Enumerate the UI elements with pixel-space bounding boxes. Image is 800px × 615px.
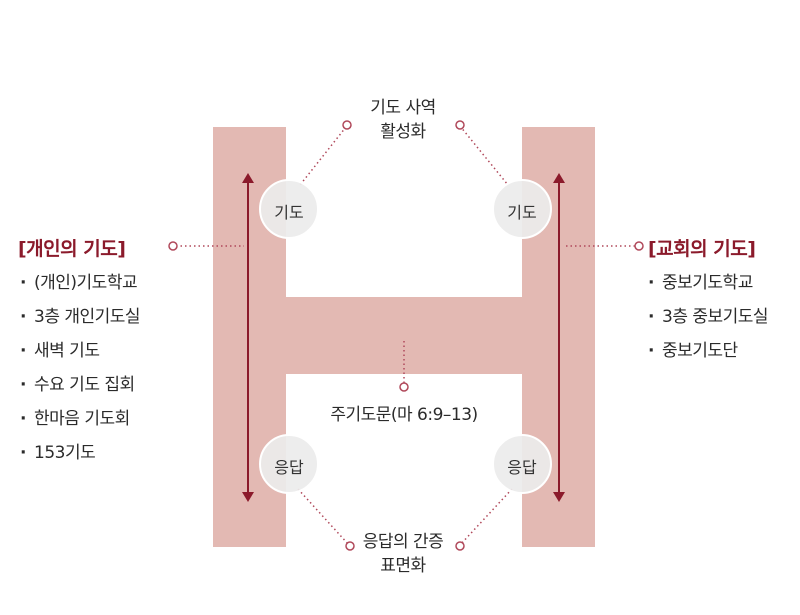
list-item: · 중보기도단 [648, 334, 768, 368]
bullet-mark: · [20, 273, 26, 293]
list-item-text: 3층 개인기도실 [34, 307, 141, 327]
connector-dot-bottom-left [345, 541, 355, 551]
list-item: · 수요 기도 집회 [20, 368, 140, 402]
node-circle-bottom-right [492, 434, 552, 494]
top-caption-line2: 활성화 [380, 122, 426, 142]
connector-top-right [459, 125, 509, 186]
bottom-caption: 응답의 간증 표면화 [330, 530, 476, 578]
node-circle-top-right [492, 179, 552, 239]
list-item: · 153기도 [20, 436, 140, 470]
connector-dot-left-panel [168, 241, 178, 251]
list-item-text: 새벽 기도 [34, 341, 100, 361]
list-item-text: 수요 기도 집회 [34, 375, 135, 395]
list-item-text: 중보기도학교 [662, 273, 753, 293]
node-label-top-right: 기도 [507, 203, 537, 222]
connector-dot-center [399, 382, 409, 392]
list-item: · 3층 중보기도실 [648, 300, 769, 334]
node-label-bottom-left: 응답 [274, 458, 304, 477]
bullet-mark: · [648, 307, 654, 327]
list-item-text: 3층 중보기도실 [662, 307, 769, 327]
node-circle-top-left [259, 179, 319, 239]
right-panel-list: · 중보기도학교 · 3층 중보기도실 · 중보기도단 [648, 266, 769, 368]
node-label-top-left: 기도 [274, 203, 304, 222]
connector-dot-bottom-right [455, 541, 465, 551]
center-caption: 주기도문(마 6:9–13) [330, 405, 478, 425]
connector-bottom-left [297, 488, 350, 546]
left-panel-list: · (개인)기도학교 · 3층 개인기도실 · 새벽 기도 · 수요 기도 집회 · 한마… [20, 266, 141, 470]
bullet-mark: · [648, 341, 654, 361]
bullet-mark: · [20, 409, 26, 429]
list-item: · (개인)기도학교 [20, 266, 140, 300]
connector-bottom-right [459, 488, 513, 546]
node-circle-bottom-left [259, 434, 319, 494]
list-item: · 새벽 기도 [20, 334, 140, 368]
top-caption: 기도 사역 활성화 [330, 96, 476, 144]
list-item-text: 한마음 기도회 [34, 409, 130, 429]
bullet-mark: · [648, 273, 654, 293]
connector-dot-top-left [342, 120, 352, 130]
connector-top-left [299, 126, 347, 186]
list-item: · 한마음 기도회 [20, 402, 140, 436]
bullet-mark: · [20, 443, 26, 463]
top-caption-line1: 기도 사역 [370, 98, 436, 118]
left-panel-heading: [개인의 기도] [18, 238, 126, 260]
connector-dot-right-panel [634, 241, 644, 251]
bottom-caption-line2: 표면화 [380, 556, 426, 576]
list-item: · 3층 개인기도실 [20, 300, 141, 334]
list-item-text: (개인)기도학교 [34, 273, 138, 293]
list-item-text: 중보기도단 [662, 341, 738, 361]
h-crossbar [286, 297, 522, 374]
bullet-mark: · [20, 375, 26, 395]
right-panel-heading: [교회의 기도] [648, 238, 756, 260]
list-item-text: 153기도 [34, 443, 96, 463]
bullet-mark: · [20, 307, 26, 327]
connector-dot-top-right [455, 120, 465, 130]
list-item: · 중보기도학교 [648, 266, 768, 300]
node-label-bottom-right: 응답 [507, 458, 537, 477]
bottom-caption-line1: 응답의 간증 [362, 532, 444, 552]
bullet-mark: · [20, 341, 26, 361]
